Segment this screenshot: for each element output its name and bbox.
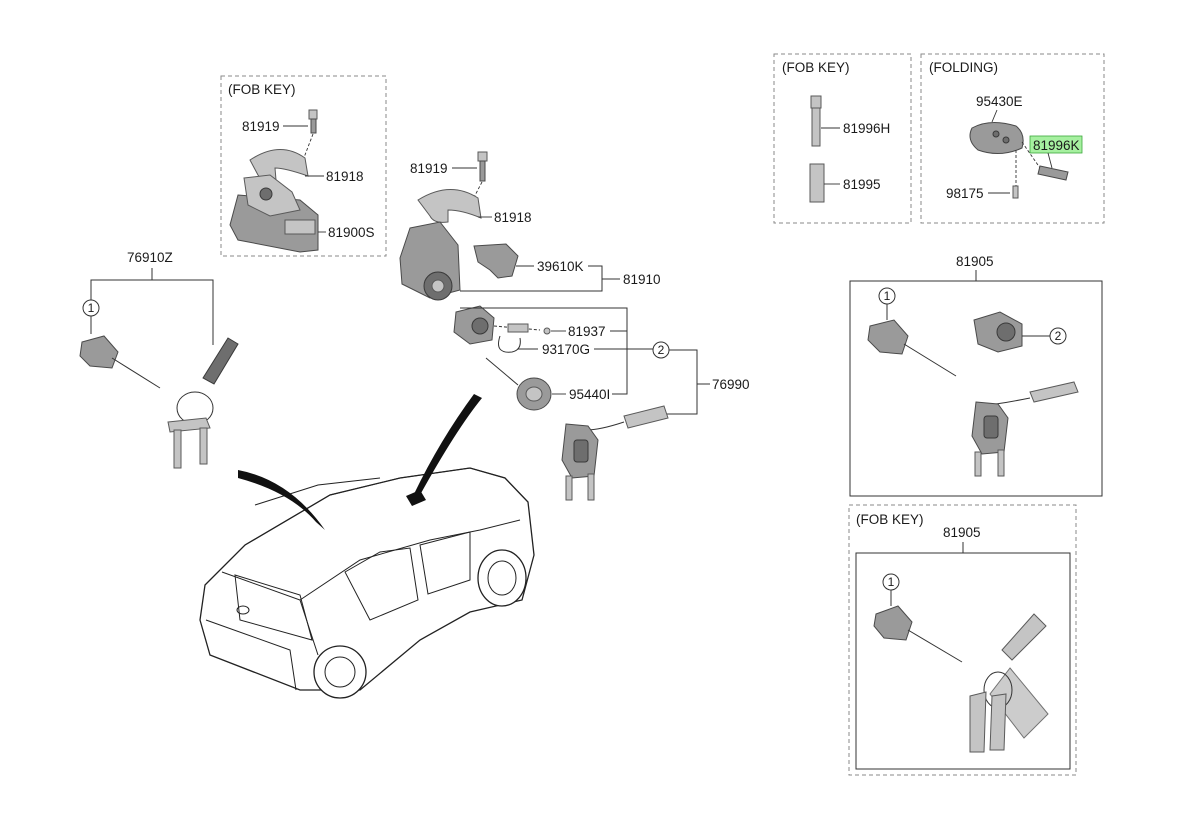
bracket-81918-b [417, 189, 482, 223]
smart-key-r1 [971, 381, 1079, 477]
label-81937: 81937 [568, 324, 606, 339]
key-blade-81996K [1037, 165, 1069, 181]
fob-key-r2 [969, 613, 1049, 753]
folding-key-95430E [969, 122, 1024, 154]
label-81996K[interactable]: 81996K [1033, 138, 1080, 153]
callout-2-r1-text: 2 [1055, 329, 1062, 343]
callout-1-r1-text: 1 [884, 289, 891, 303]
label-81996H: 81996H [843, 121, 890, 136]
label-76910Z: 76910Z [127, 250, 173, 265]
label-81910: 81910 [623, 272, 661, 287]
fob-key-bottom-right-title: (FOB KEY) [856, 512, 924, 527]
bolt-81919-a [308, 109, 318, 134]
callout-1-r2-text: 1 [888, 575, 895, 589]
label-95440I: 95440I [569, 387, 610, 402]
key-81995 [809, 163, 825, 203]
vehicle-illustration [199, 467, 535, 699]
ignition-cylinder-r1 [973, 311, 1023, 353]
key-tag-left [167, 337, 239, 469]
fob-key-left-title: (FOB KEY) [228, 82, 296, 97]
callout-2-mid-text: 2 [658, 343, 665, 357]
label-81918-a: 81918 [326, 169, 364, 184]
door-lock-cylinder-r1 [867, 319, 957, 377]
cylinder-81937-assy [453, 305, 551, 345]
lock-81900S [229, 174, 319, 253]
label-81918-b: 81918 [494, 210, 532, 225]
bolt-81919-b [477, 151, 488, 182]
fob-key-left-box [220, 75, 387, 257]
folding-title: (FOLDING) [929, 60, 998, 75]
folding-box [920, 53, 1105, 224]
label-81995: 81995 [843, 177, 881, 192]
label-81905-b: 81905 [943, 525, 981, 540]
coil-95440I [485, 357, 552, 411]
label-81919-a: 81919 [242, 119, 280, 134]
label-93170G: 93170G [542, 342, 590, 357]
label-81900S: 81900S [328, 225, 375, 240]
arrow-to-ignition [414, 394, 482, 495]
pin-98175 [1012, 185, 1019, 199]
highlight-81996K [1029, 135, 1083, 154]
label-95430E: 95430E [976, 94, 1023, 109]
callout-1-left-text: 1 [88, 301, 95, 315]
fob-key-bottom-right-box [848, 504, 1077, 776]
door-lock-cylinder-r2 [873, 605, 963, 663]
smart-key-76990 [561, 405, 669, 501]
label-81905-a: 81905 [956, 254, 994, 269]
label-81919-b: 81919 [410, 161, 448, 176]
key-blade-81996H [810, 95, 822, 147]
ignition-location-marker [406, 490, 426, 506]
label-98175: 98175 [946, 186, 984, 201]
arrow-to-door-lock [238, 470, 325, 530]
label-39610K: 39610K [537, 259, 584, 274]
label-76990: 76990 [712, 377, 750, 392]
ignition-lock-81910 [399, 221, 461, 301]
bracket-39610K [473, 243, 519, 279]
fob-key-top-right-title: (FOB KEY) [782, 60, 850, 75]
bracket-81918-a [249, 149, 309, 181]
callout-2-r1 [1049, 327, 1067, 345]
clip-93170G [498, 335, 521, 353]
door-lock-cylinder-left [79, 335, 161, 389]
fob-key-top-right-box [773, 53, 912, 224]
